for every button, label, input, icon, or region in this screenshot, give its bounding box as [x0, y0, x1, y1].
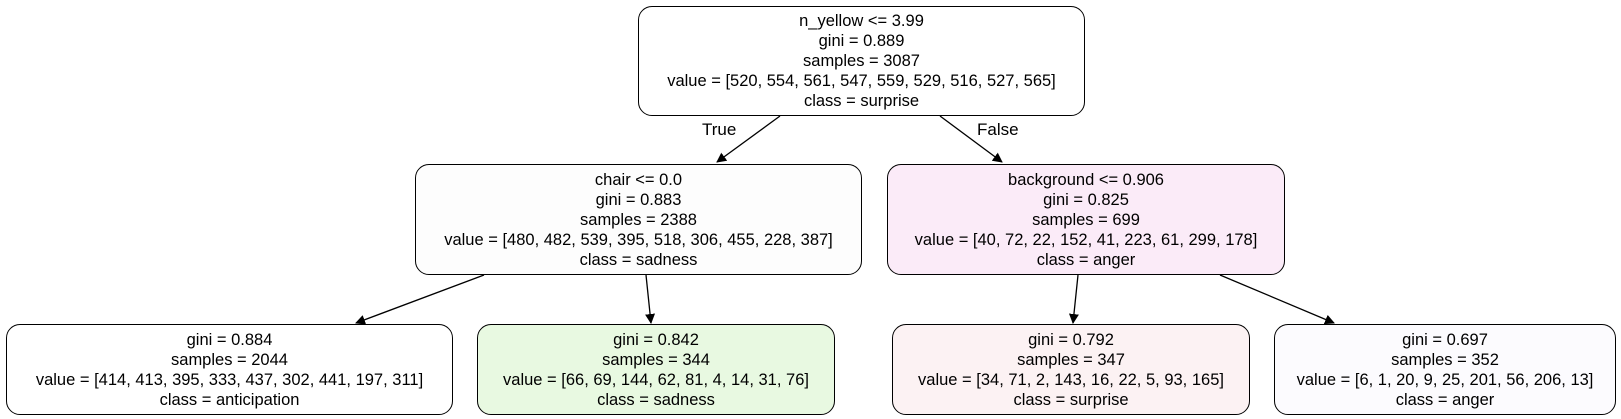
edge-root-left	[716, 115, 781, 163]
node-value: value = [66, 69, 144, 62, 81, 4, 14, 31,…	[503, 370, 809, 389]
node-gini: gini = 0.883	[595, 190, 682, 209]
node-value: value = [480, 482, 539, 395, 518, 306, 4…	[444, 230, 833, 249]
edge-left-leaf-lr	[645, 274, 656, 324]
node-samples: samples = 347	[1017, 350, 1125, 369]
edge-right-leaf-rr	[1219, 274, 1335, 325]
true-edge-label: True	[702, 120, 737, 139]
node-gini: gini = 0.825	[1043, 190, 1129, 209]
edge-left-leaf-ll	[355, 274, 485, 325]
node-split-condition: chair <= 0.0	[594, 170, 683, 189]
node-value: value = [520, 554, 561, 547, 559, 529, 5…	[667, 72, 1056, 90]
node-class: class = surprise	[803, 92, 920, 110]
node-split-condition: background <= 0.906	[1008, 170, 1164, 189]
tree-leaf-right-right: gini = 0.697 samples = 352 value = [6, 1…	[1274, 324, 1616, 415]
node-samples: samples = 3087	[803, 52, 920, 70]
node-gini: gini = 0.697	[1402, 330, 1488, 349]
tree-leaf-right-left: gini = 0.792 samples = 347 value = [34, …	[892, 324, 1250, 415]
tree-node-right: background <= 0.906 gini = 0.825 samples…	[887, 164, 1285, 275]
node-gini: gini = 0.884	[186, 330, 273, 349]
node-samples: samples = 352	[1391, 350, 1499, 369]
tree-leaf-left-right: gini = 0.842 samples = 344 value = [66, …	[477, 324, 835, 415]
tree-leaf-left-left: gini = 0.884 samples = 2044 value = [414…	[6, 324, 453, 415]
node-value: value = [34, 71, 2, 143, 16, 22, 5, 93, …	[918, 370, 1224, 389]
node-split-condition: n_yellow <= 3.99	[799, 12, 924, 30]
node-samples: samples = 2044	[171, 350, 288, 369]
node-value: value = [414, 413, 395, 333, 437, 302, 4…	[35, 370, 424, 389]
tree-node-root: n_yellow <= 3.99 gini = 0.889 samples = …	[638, 6, 1085, 116]
node-class: class = surprise	[1013, 390, 1129, 409]
node-gini: gini = 0.792	[1028, 330, 1114, 349]
node-samples: samples = 344	[602, 350, 710, 369]
node-value: value = [40, 72, 22, 152, 41, 223, 61, 2…	[914, 230, 1258, 249]
node-class: class = anger	[1395, 390, 1495, 409]
node-samples: samples = 2388	[580, 210, 697, 229]
tree-node-left: chair <= 0.0 gini = 0.883 samples = 2388…	[415, 164, 862, 275]
false-edge-label: False	[977, 120, 1019, 139]
node-class: class = anger	[1036, 250, 1136, 269]
edge-root-right	[939, 115, 1003, 163]
edge-right-leaf-rl	[1068, 274, 1079, 324]
node-samples: samples = 699	[1032, 210, 1140, 229]
node-class: class = anticipation	[159, 390, 300, 409]
node-value: value = [6, 1, 20, 9, 25, 201, 56, 206, …	[1296, 370, 1594, 389]
node-class: class = sadness	[597, 390, 715, 409]
node-gini: gini = 0.842	[613, 330, 699, 349]
node-gini: gini = 0.889	[818, 32, 905, 50]
node-class: class = sadness	[579, 250, 698, 269]
